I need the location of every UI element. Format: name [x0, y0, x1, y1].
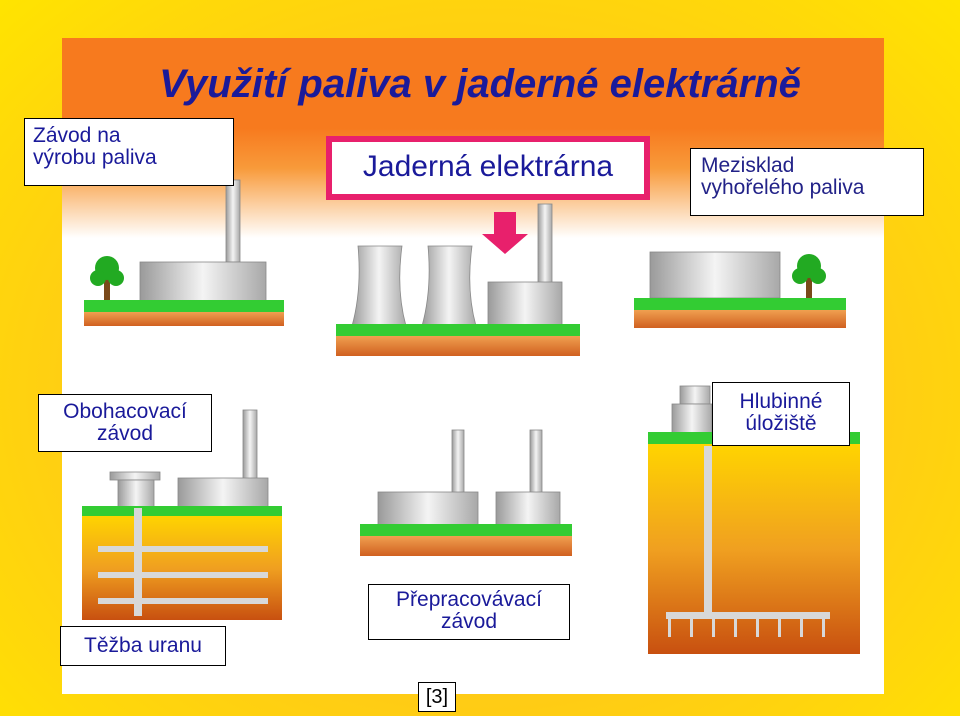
reprocessing-chimney	[529, 429, 543, 495]
underground-layer	[648, 444, 860, 654]
enrichment-chimney	[242, 409, 258, 481]
repository-gallery	[666, 612, 830, 619]
label-mining: Těžba uranu	[60, 626, 226, 666]
ground-grass	[82, 506, 282, 516]
mine-tunnel	[98, 598, 268, 604]
nuclear-plant-illustration	[336, 203, 580, 356]
label-enrichment: Obohacovací závod	[38, 394, 212, 452]
label-reprocessing: Přepracovávací závod	[368, 584, 570, 640]
reprocessing-chimney	[451, 429, 465, 495]
fuel-plant-illustration	[84, 179, 284, 326]
repository-building-top	[679, 385, 711, 405]
fuel-plant-chimney	[225, 179, 241, 263]
tree-icon	[90, 256, 124, 302]
page-title: Využití paliva v jaderné elektrárně	[159, 62, 801, 106]
label-deep-repository: Hlubinné úložiště	[712, 382, 850, 446]
reprocessing-illustration	[360, 429, 572, 556]
mine-headframe-top	[109, 471, 161, 481]
label-nuclear-plant: Jaderná elektrárna	[326, 136, 650, 200]
arrow-down-icon	[482, 212, 528, 254]
ground-grass	[360, 524, 572, 536]
mine-headframe	[117, 479, 155, 509]
reference-marker: [3]	[418, 682, 456, 712]
enrichment-mining-illustration	[82, 409, 282, 620]
ground-soil	[360, 536, 572, 556]
reprocessing-building	[377, 491, 479, 527]
storage-building	[649, 251, 781, 299]
mine-tunnel	[98, 546, 268, 552]
label-fuel-plant: Závod na výrobu paliva	[24, 118, 234, 186]
cooling-tower-right	[421, 245, 477, 327]
repository-building	[671, 403, 713, 435]
reprocessing-building	[495, 491, 561, 527]
mine-shaft	[134, 508, 142, 616]
nuclear-plant-chimney	[537, 203, 553, 285]
tree-icon	[792, 254, 826, 300]
ground-soil	[336, 336, 580, 356]
ground-grass	[634, 298, 846, 310]
reactor-building	[487, 281, 563, 327]
ground-soil	[84, 312, 284, 326]
interim-storage-illustration	[634, 251, 846, 328]
mine-tunnel	[98, 572, 268, 578]
ground-soil	[634, 310, 846, 328]
repository-shaft	[704, 446, 712, 616]
enrichment-building	[177, 477, 269, 509]
fuel-plant-building	[139, 261, 267, 303]
repository-boreholes	[668, 619, 825, 637]
ground-grass	[84, 300, 284, 312]
ground-grass	[336, 324, 580, 336]
cooling-tower-left	[351, 245, 407, 327]
deep-repository-illustration	[648, 385, 860, 654]
underground-layer	[82, 516, 282, 620]
label-interim-storage: Mezisklad vyhořelého paliva	[690, 148, 924, 216]
